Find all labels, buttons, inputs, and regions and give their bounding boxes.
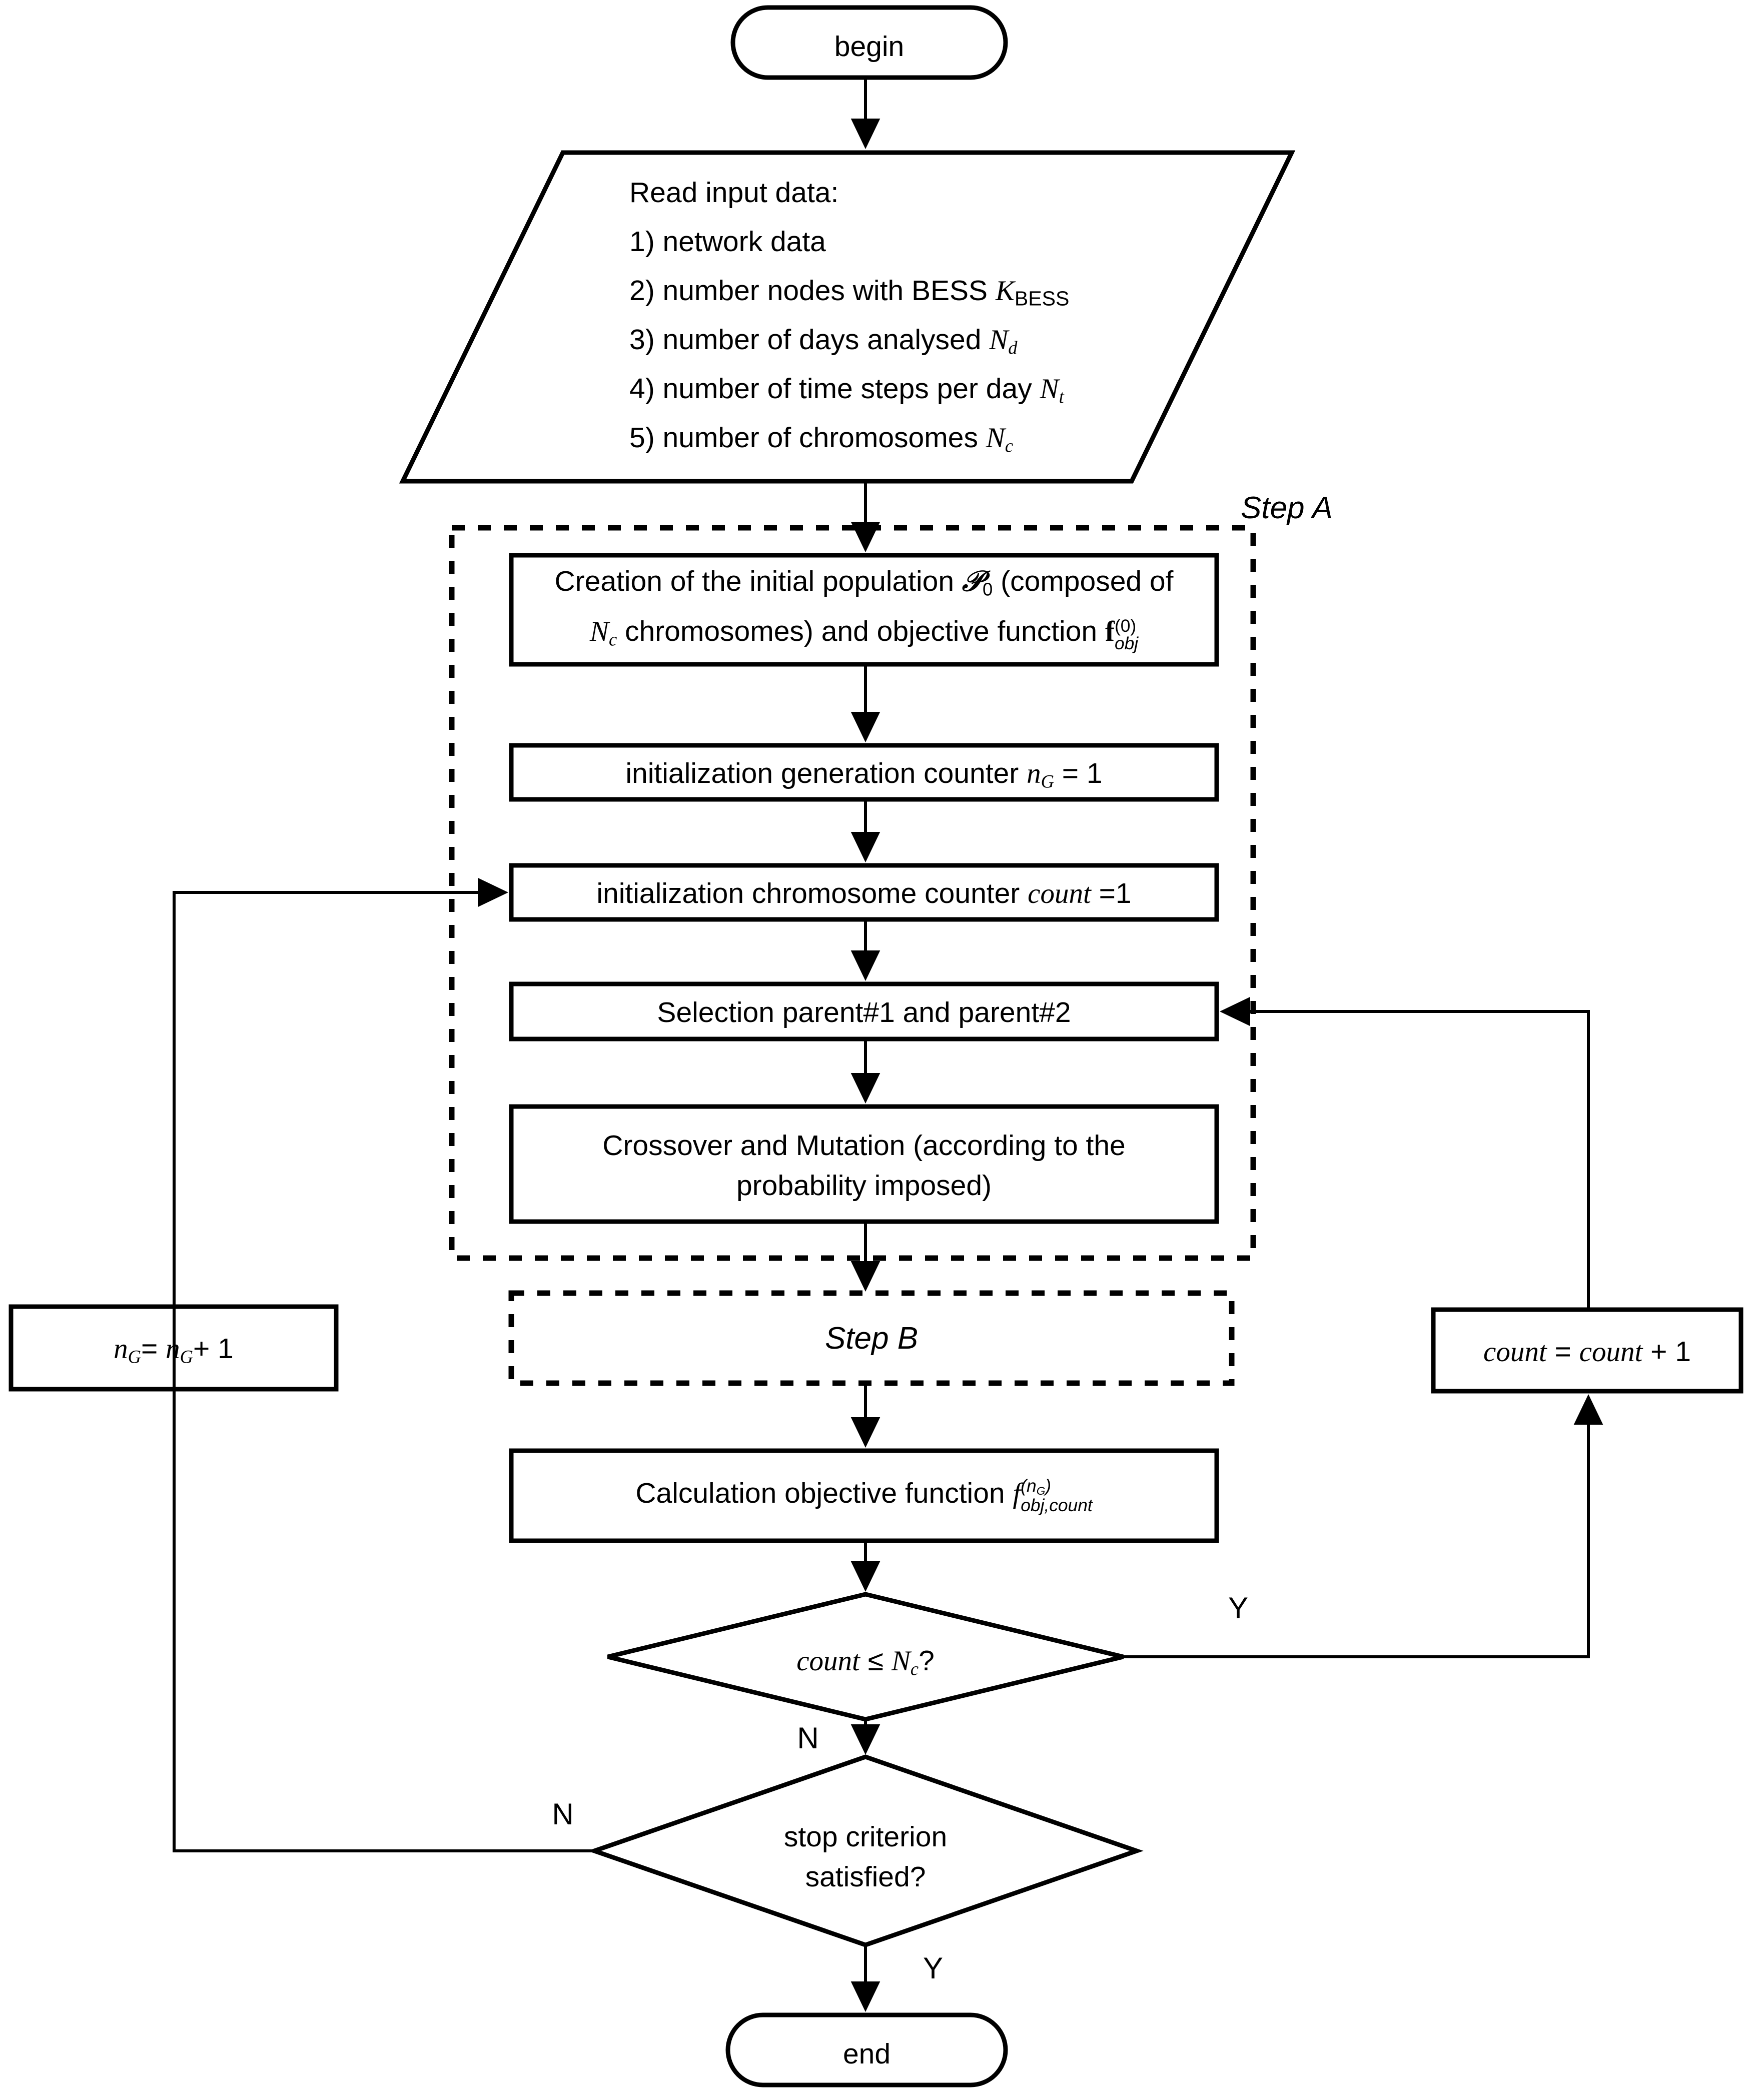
init-chromosome-label: initialization chromosome counter count … <box>596 877 1132 909</box>
edge-label-stop-no: N <box>552 1797 574 1831</box>
increment-count-node <box>1431 1307 1743 1394</box>
edge-label-stop-yes: Y <box>923 1951 944 1985</box>
begin-label: begin <box>834 31 905 63</box>
read-input-item-5: 5) number of chromosomes Nc <box>629 422 1013 456</box>
creation-label-line2: Nc chromosomes) and objective function f… <box>589 615 1139 654</box>
read-input-heading: Read input data: <box>629 177 839 209</box>
crossover-label-line2: probability imposed) <box>736 1170 992 1202</box>
calculation-node <box>509 1448 1219 1543</box>
init-generation-label: initialization generation counter nG = 1 <box>625 757 1103 792</box>
end-node <box>725 2012 1008 2087</box>
increment-count-label: count = count + 1 <box>1483 1336 1691 1368</box>
crossover-node <box>509 1104 1219 1224</box>
decision-stop-label-line1: stop criterion <box>783 1821 948 1853</box>
decision-count-label: count ≤ Nc? <box>796 1645 935 1679</box>
crossover-label-line1: Crossover and Mutation (according to the <box>602 1130 1126 1162</box>
edge-label-count-yes: Y <box>1228 1591 1249 1625</box>
increment-generation-label: nG= nG+ 1 <box>114 1333 234 1367</box>
read-input-node <box>399 150 1296 484</box>
edge-stop-no-loop <box>173 877 594 1852</box>
end-label: end <box>842 2038 891 2070</box>
creation-label-line1: Creation of the initial population 𝒫0 (c… <box>554 565 1174 600</box>
init-generation-node <box>509 743 1219 802</box>
edge-label-count-no: N <box>797 1721 819 1755</box>
decision-stop-label-line2: satisfied? <box>805 1861 926 1893</box>
begin-node <box>730 5 1008 80</box>
step-b-label: Step B <box>824 1321 919 1356</box>
read-input-item-3: 3) number of days analysed Nd <box>629 324 1018 358</box>
read-input-item-2: 2) number nodes with BESS KBESS <box>629 275 1070 310</box>
calculation-label: Calculation objective function f(nG)obj,… <box>635 1476 1093 1516</box>
edge-countbox-to-selection <box>1219 996 1590 1310</box>
step-a-label: Step A <box>1241 491 1333 525</box>
step-b-group <box>508 1290 1235 1386</box>
init-chromosome-node <box>509 863 1219 922</box>
read-input-item-4: 4) number of time steps per day Nt <box>629 373 1064 407</box>
selection-label: Selection parent#1 and parent#2 <box>657 996 1071 1028</box>
read-input-item-1: 1) network data <box>629 226 826 258</box>
edge-count-yes-loop <box>1123 1394 1603 1658</box>
